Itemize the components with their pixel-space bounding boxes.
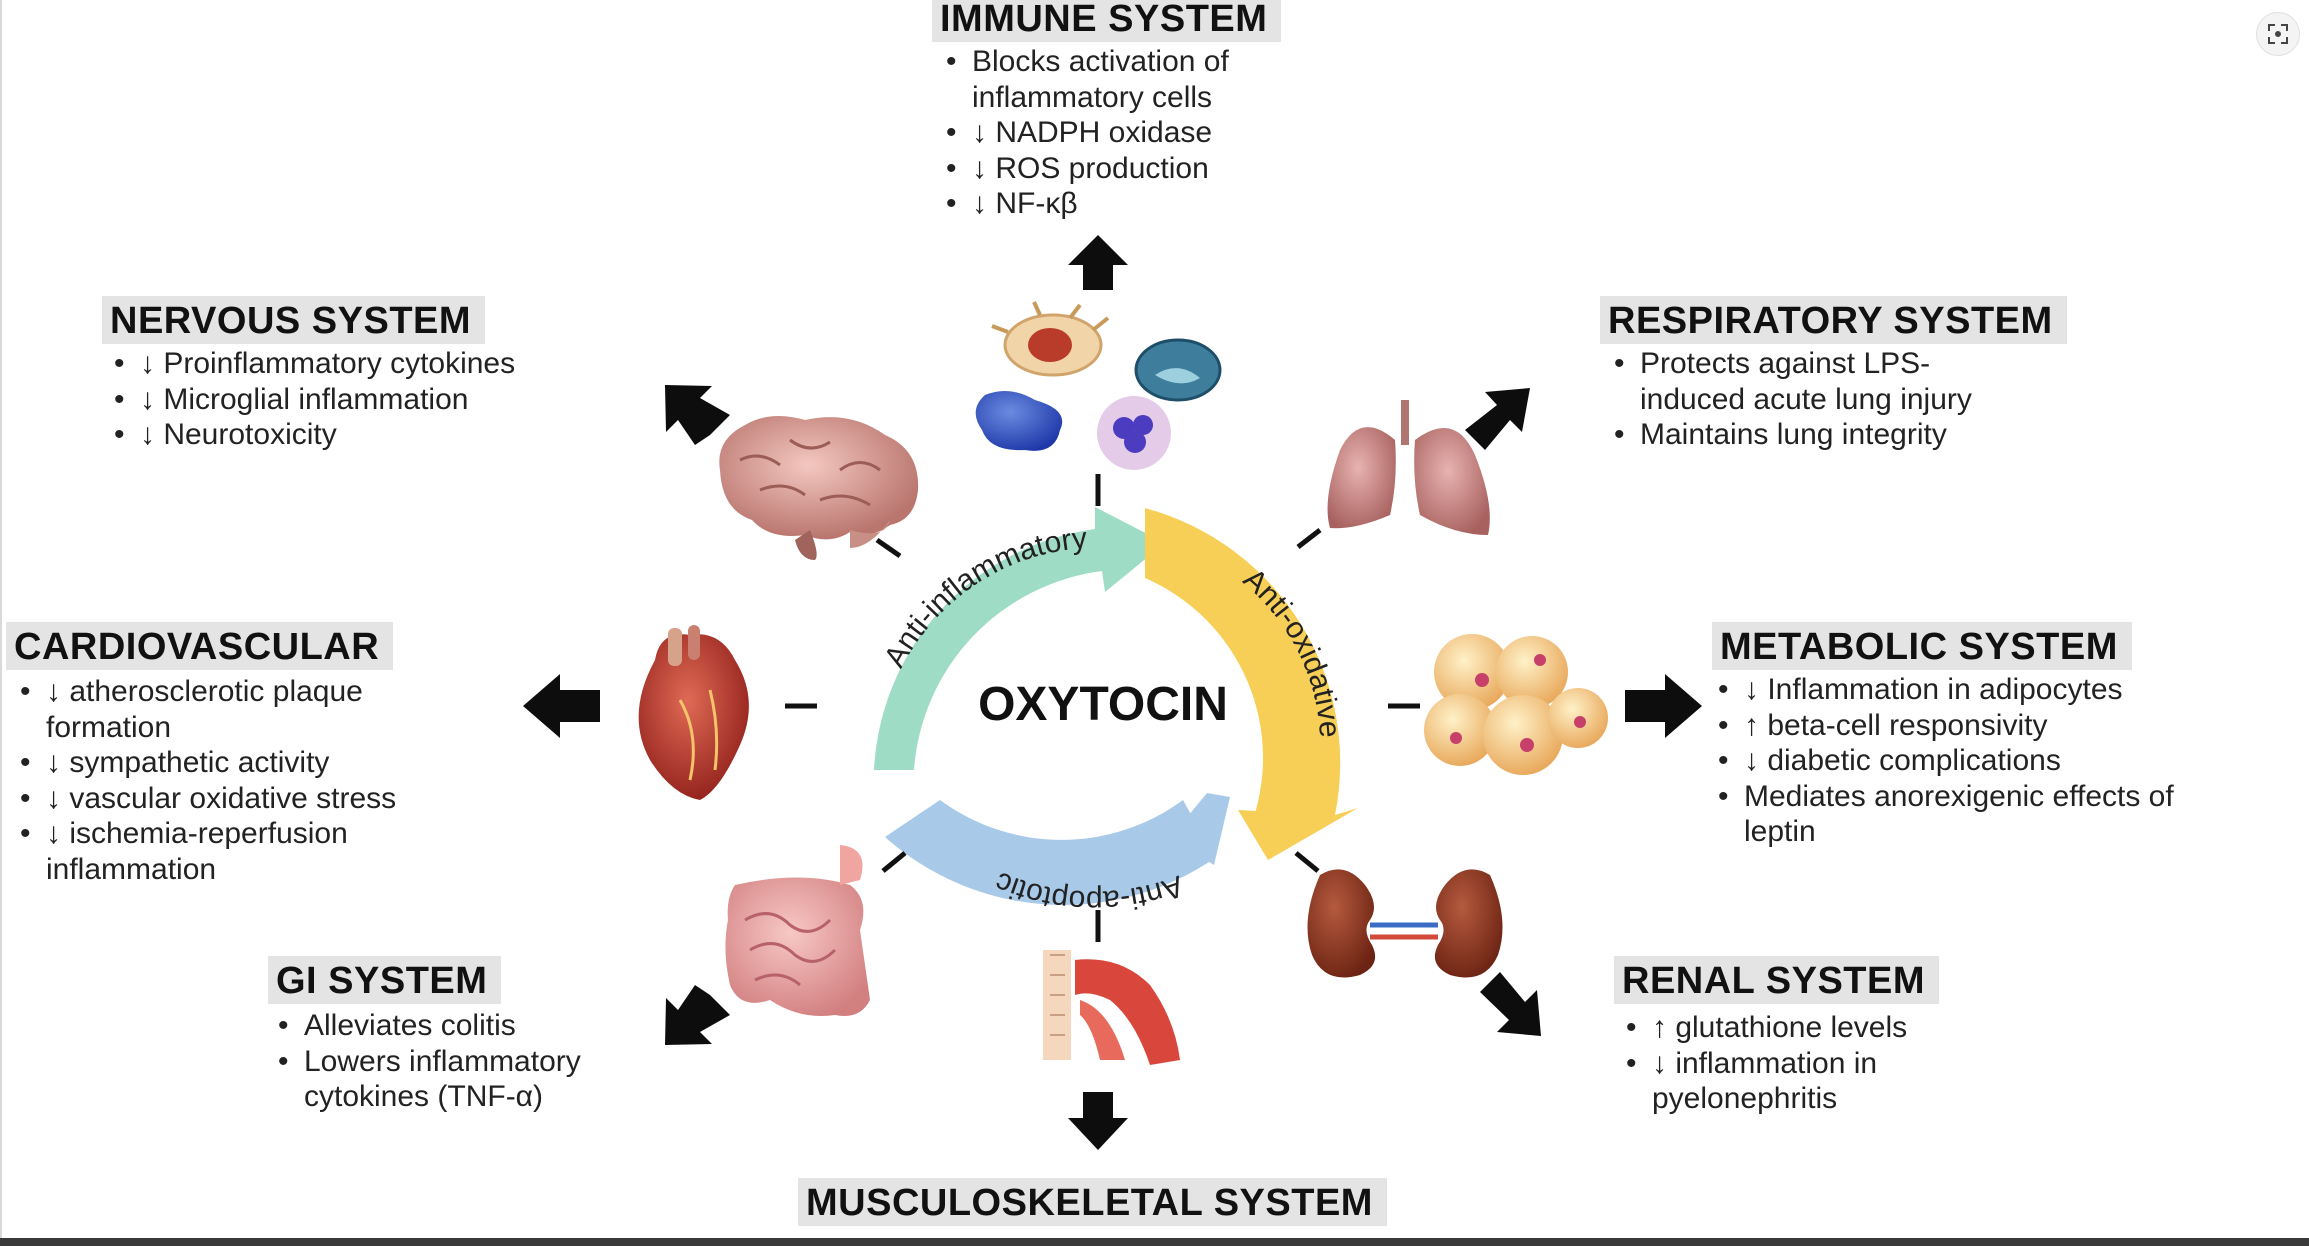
list-item: ↓ inflammation in [1620,1046,1907,1082]
list-item: inflammation [46,852,217,886]
immune-cells-icon [975,301,1222,470]
list-item: ↓ sympathetic activity [14,745,396,781]
arrow-up-immune [1068,235,1128,290]
list-item: Protects against LPS- [1608,346,1972,382]
list-item: ↓ atherosclerotic plaque [14,674,396,710]
renal-system-heading: RENAL SYSTEM [1614,956,1940,1004]
metabolic-system-heading: METABOLIC SYSTEM [1712,622,2132,670]
arrow-up-left-nervous [665,385,730,445]
list-item: Lowers inflammatory [272,1044,581,1080]
heart-icon [638,625,749,800]
list-item: induced acute lung injury [1640,382,1972,416]
list-item: ↓ vascular oxidative stress [14,781,396,817]
list-item: Blocks activation of [940,44,1229,80]
immune-system-list: Blocks activation of inflammatory cells … [940,44,1229,222]
cardiovascular-list: ↓ atherosclerotic plaque formation ↓ sym… [14,674,396,887]
list-item: Alleviates colitis [272,1008,581,1044]
list-item: ↓ ischemia-reperfusion [14,816,396,852]
nervous-system-list: ↓ Proinflammatory cytokines ↓ Microglial… [108,346,515,453]
arrow-right-metabolic [1625,674,1702,738]
intestine-icon [725,845,870,1016]
metabolic-system-list: ↓ Inflammation in adipocytes ↑ beta-cell… [1712,672,2174,850]
list-item: ↓ Neurotoxicity [108,417,515,453]
arrow-up-right-respiratory [1465,388,1530,450]
muscle-icon [1043,950,1180,1065]
kidneys-icon [1307,869,1503,978]
bottom-bar [0,1238,2309,1246]
gi-system-heading: GI SYSTEM [268,956,502,1004]
renal-system-list: ↑ glutathione levels ↓ inflammation in p… [1620,1010,1907,1117]
nervous-system-heading: NERVOUS SYSTEM [102,296,486,344]
musculoskeletal-system-heading: MUSCULOSKELETAL SYSTEM [798,1178,1387,1226]
list-item: ↑ glutathione levels [1620,1010,1907,1046]
list-item: cytokines (TNF-α) [304,1080,544,1113]
respiratory-system-heading: RESPIRATORY SYSTEM [1600,296,2067,344]
list-item: ↓ diabetic complications [1712,743,2174,779]
expand-icon [2268,24,2288,44]
adipocytes-icon [1424,634,1608,775]
arrow-down-musculo [1068,1092,1128,1150]
list-item: ↓ NADPH oxidase [940,115,1229,151]
list-item: formation [46,710,172,744]
immune-system-heading: IMMUNE SYSTEM [932,0,1282,42]
anti-oxidative-arrow [1145,508,1358,860]
list-item: Mediates anorexigenic effects of [1712,779,2174,815]
connector-ticks [785,474,1420,942]
cardiovascular-heading: CARDIOVASCULAR [6,622,394,670]
list-item: ↓ ROS production [940,151,1229,187]
list-item: ↑ beta-cell responsivity [1712,708,2174,744]
anti-inflammatory-arrow [874,507,1165,770]
list-item: leptin [1744,815,1816,848]
list-item: pyelonephritis [1652,1082,1838,1115]
list-item: Maintains lung integrity [1608,417,1972,453]
list-item: ↓ NF-κβ [940,186,1229,222]
direction-arrows [523,235,1702,1150]
arrow-down-renal [1480,972,1541,1036]
anti-apoptotic-arrow [885,793,1230,906]
brain-icon [719,416,919,560]
list-item: ↓ Proinflammatory cytokines [108,346,515,382]
gi-system-list: Alleviates colitis Lowers inflammatory c… [272,1008,581,1115]
center-title: OXYTOCIN [978,678,1228,731]
respiratory-system-list: Protects against LPS- induced acute lung… [1608,346,1972,453]
arrow-down-left-gi [665,985,730,1045]
expand-button[interactable] [2256,12,2300,56]
arrow-left-cardio [523,674,600,738]
list-item: ↓ Microglial inflammation [108,382,515,418]
list-item: ↓ Inflammation in adipocytes [1712,672,2174,708]
lungs-icon [1327,400,1490,535]
list-item: inflammatory cells [972,80,1213,114]
